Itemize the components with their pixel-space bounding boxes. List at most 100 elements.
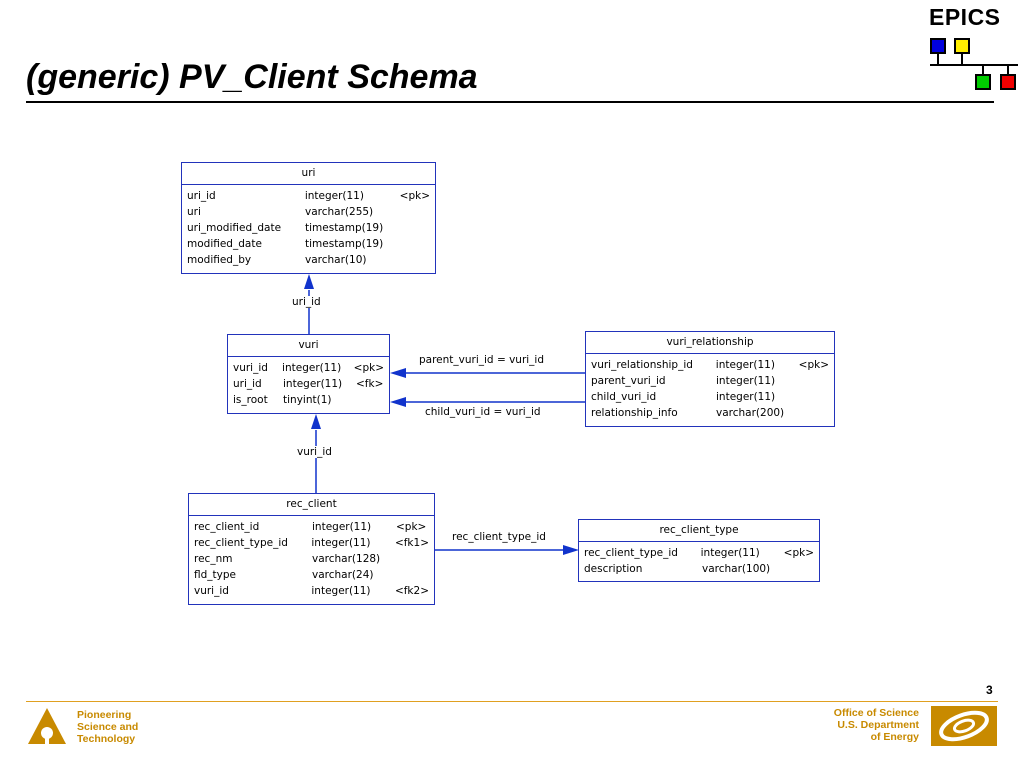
doe-logo-icon xyxy=(931,706,997,746)
column-name: uri_id xyxy=(187,190,216,202)
column-name: relationship_info xyxy=(591,407,678,419)
red-square-icon xyxy=(1000,74,1016,90)
table-name: vuri xyxy=(228,335,389,357)
footer-rule xyxy=(26,701,998,702)
table-name: rec_client xyxy=(189,494,434,516)
table-row: vuri_id integer(11) <fk2> xyxy=(194,583,429,599)
column-name: uri xyxy=(187,206,201,218)
footer-right-text: Office of Science U.S. Department of Ene… xyxy=(834,707,919,743)
title-underline xyxy=(26,101,994,103)
relationship-label-uri-id: uri_id xyxy=(292,296,321,308)
column-key: <fk> xyxy=(356,378,384,390)
table-rec-client-type: rec_client_type rec_client_type_id intege… xyxy=(578,519,820,582)
column-type: integer(11) xyxy=(716,375,776,387)
column-type: timestamp(19) xyxy=(305,222,384,234)
column-key: <pk> xyxy=(396,521,427,533)
table-row: parent_vuri_id integer(11) xyxy=(591,373,829,389)
column-name: rec_nm xyxy=(194,553,233,565)
table-row: uri_id integer(11) <pk> xyxy=(187,188,430,204)
page-number: 3 xyxy=(986,683,993,697)
column-key: <pk> xyxy=(783,547,814,559)
column-name: vuri_id xyxy=(194,585,229,597)
column-name: child_vuri_id xyxy=(591,391,657,403)
footer-left-line: Pioneering xyxy=(77,709,132,721)
table-row: fld_type varchar(24) xyxy=(194,567,429,583)
table-row: description varchar(100) xyxy=(584,561,814,577)
column-type: integer(11) xyxy=(304,190,364,202)
table-row: is_root tinyint(1) xyxy=(233,392,384,408)
green-square-icon xyxy=(975,74,991,90)
epics-logo: EPICS xyxy=(925,4,1021,96)
column-type: integer(11) xyxy=(311,585,371,597)
yellow-square-icon xyxy=(954,38,970,54)
table-row: rec_nm varchar(128) xyxy=(194,551,429,567)
footer-right-line: of Energy xyxy=(870,731,919,743)
footer-left-line: Technology xyxy=(77,733,136,745)
column-type: timestamp(19) xyxy=(305,238,384,250)
relationship-label-vuri-id: vuri_id xyxy=(297,446,332,458)
table-row: uri_id integer(11) <fk> xyxy=(233,376,384,392)
table-name: uri xyxy=(182,163,435,185)
column-key: <pk> xyxy=(798,359,829,371)
epics-logo-text: EPICS xyxy=(929,4,1001,30)
logo-line-icon xyxy=(930,64,1018,66)
column-name: rec_client_type_id xyxy=(194,537,288,549)
table-row: uri varchar(255) xyxy=(187,204,430,220)
column-name: modified_date xyxy=(187,238,262,250)
logo-line-icon xyxy=(961,54,963,65)
column-name: vuri_relationship_id xyxy=(591,359,693,371)
table-row: rec_client_id integer(11) <pk> xyxy=(194,519,429,535)
table-row: modified_date timestamp(19) xyxy=(187,236,430,252)
column-type: tinyint(1) xyxy=(283,394,332,406)
column-type: integer(11) xyxy=(282,362,342,374)
column-type: integer(11) xyxy=(715,359,775,371)
argonne-logo-icon xyxy=(28,708,66,744)
column-name: uri_id xyxy=(233,378,262,390)
relationship-label-child: child_vuri_id = vuri_id xyxy=(425,406,541,418)
table-name: rec_client_type xyxy=(579,520,819,542)
column-type: varchar(24) xyxy=(312,569,374,581)
column-type: integer(11) xyxy=(312,521,372,533)
column-type: varchar(200) xyxy=(716,407,785,419)
table-row: vuri_relationship_id integer(11) <pk> xyxy=(591,357,829,373)
arrowhead-vuri-icon xyxy=(311,414,321,429)
column-type: varchar(128) xyxy=(312,553,381,565)
footer-left-line: Science and xyxy=(77,721,139,733)
column-name: description xyxy=(584,563,643,575)
logo-line-icon xyxy=(1007,65,1009,75)
column-type: integer(11) xyxy=(700,547,760,559)
column-name: rec_client_id xyxy=(194,521,260,533)
column-key: <pk> xyxy=(399,190,430,202)
column-name: uri_modified_date xyxy=(187,222,282,234)
column-name: is_root xyxy=(233,394,268,406)
table-name: vuri_relationship xyxy=(586,332,834,354)
column-name: parent_vuri_id xyxy=(591,375,666,387)
column-type: integer(11) xyxy=(716,391,776,403)
arrowhead-parent-icon xyxy=(390,368,406,378)
relationship-label-parent: parent_vuri_id = vuri_id xyxy=(419,354,545,366)
table-row: child_vuri_id integer(11) xyxy=(591,389,829,405)
arrowhead-child-icon xyxy=(390,397,406,407)
column-name: vuri_id xyxy=(233,362,268,374)
column-key: <fk2> xyxy=(394,585,429,597)
footer-right-line: Office of Science xyxy=(833,707,919,719)
column-type: varchar(100) xyxy=(702,563,771,575)
column-type: varchar(255) xyxy=(305,206,374,218)
table-row: uri_modified_date timestamp(19) xyxy=(187,220,430,236)
column-key: <fk1> xyxy=(394,537,429,549)
logo-line-icon xyxy=(937,54,939,65)
arrowhead-uri-icon xyxy=(304,274,314,289)
column-name: fld_type xyxy=(194,569,236,581)
column-name: rec_client_type_id xyxy=(584,547,678,559)
arrowhead-rec-client-type-icon xyxy=(563,545,579,555)
column-type: integer(11) xyxy=(283,378,343,390)
footer-right-line: U.S. Department xyxy=(837,719,919,731)
blue-square-icon xyxy=(930,38,946,54)
column-type: varchar(10) xyxy=(305,254,367,266)
